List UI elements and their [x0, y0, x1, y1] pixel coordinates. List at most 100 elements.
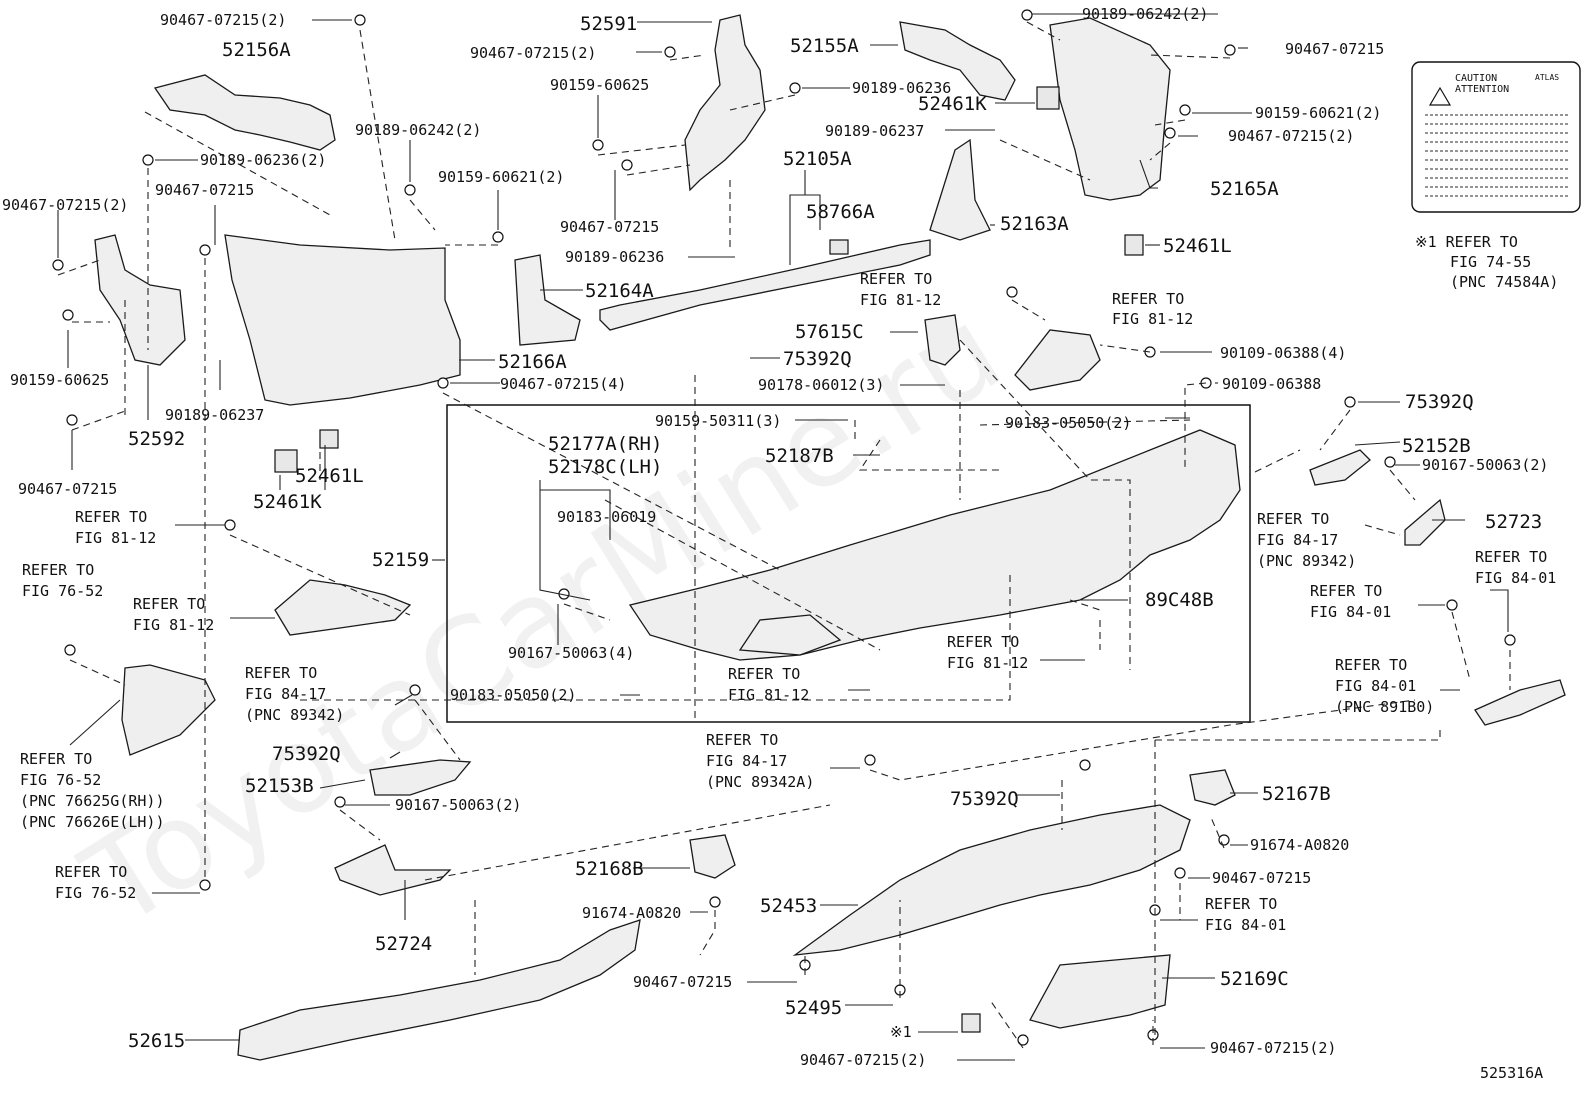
part-52168B-bracket: [689, 834, 736, 879]
label-refer-81-12-c2: FIG 81-12: [75, 529, 156, 547]
label-90189-06237-a: 90189-06237: [825, 122, 924, 140]
label-52178C: 52178C(LH): [548, 456, 662, 478]
part-52155A-bracket: [899, 21, 1016, 101]
part-52592-bracket: [94, 234, 186, 366]
label-90467-07215-d: 90467-07215: [18, 480, 117, 498]
label-52168B: 52168B: [575, 858, 644, 880]
part-lamp-left: [274, 579, 412, 636]
label-52166A: 52166A: [498, 351, 567, 373]
label-90189-06242-2-a: 90189-06242(2): [1082, 5, 1208, 23]
label-90189-06236-2: 90189-06236(2): [200, 151, 326, 169]
label-refer-84-01-d1: REFER TO: [1205, 895, 1277, 913]
label-refer-84-17-b1: REFER TO: [245, 664, 317, 682]
caution-label-line1: CAUTION: [1455, 73, 1497, 84]
label-refer-76-52-c2: FIG 76-52: [55, 884, 136, 902]
label-52159: 52159: [372, 549, 429, 571]
label-refer-81-12-b1: REFER TO: [1112, 290, 1184, 308]
footer-code: 525316A: [1480, 1064, 1543, 1082]
labels: 90467-07215(2) 52156A 52591 90467-07215(…: [2, 5, 1558, 1069]
label-52461K-a: 52461K: [918, 93, 987, 115]
label-refer-84-01-b2: FIG 84-01: [1310, 603, 1391, 621]
label-89C48B: 89C48B: [1145, 589, 1214, 611]
label-91674-A0820-b: 91674-A0820: [582, 904, 681, 922]
label-refer-84-01-c1: REFER TO: [1335, 656, 1407, 674]
label-refer-84-01-a2: FIG 84-01: [1475, 569, 1556, 587]
label-refer-84-17-b3: (PNC 89342): [245, 706, 344, 724]
pad-markers: [274, 86, 1144, 1033]
label-90467-07215-f: 90467-07215: [633, 973, 732, 991]
label-75392Q-c: 75392Q: [272, 743, 341, 765]
label-refer-81-12-d1: REFER TO: [133, 595, 205, 613]
part-bracket-84-01: [1474, 679, 1566, 726]
label-52164A: 52164A: [585, 280, 654, 302]
label-75392Q-a: 75392Q: [783, 348, 852, 370]
part-52165A-bracket: [1049, 17, 1171, 201]
warning-triangle-icon: [1428, 86, 1452, 106]
label-52177A: 52177A(RH): [548, 433, 662, 455]
part-52615-retainer: [237, 919, 641, 1061]
label-52163A: 52163A: [1000, 213, 1069, 235]
label-52453: 52453: [760, 895, 817, 917]
label-90467-07215-2-f: 90467-07215(2): [1210, 1039, 1336, 1057]
label-90183-05050-2-b: 90183-05050(2): [450, 686, 576, 704]
part-52167B-bracket: [1189, 769, 1236, 806]
label-refer-84-01-c3: (PNC 891B0): [1335, 698, 1434, 716]
caution-label-line2: ATTENTION: [1455, 84, 1509, 95]
label-90159-60621-2-a: 90159-60621(2): [1255, 104, 1381, 122]
label-52461L-b: 52461L: [295, 465, 364, 487]
label-refer-84-17-c2: FIG 84-17: [706, 752, 787, 770]
part-52105A-garnish: [599, 239, 931, 331]
fastener-markers: [52, 9, 1516, 1046]
label-90467-07215-2-b: 90467-07215(2): [470, 44, 596, 62]
label-refer-81-12-e1: REFER TO: [947, 633, 1019, 651]
label-note1: ※1: [890, 1023, 912, 1041]
label-52461K-b: 52461K: [253, 491, 322, 513]
label-52592: 52592: [128, 428, 185, 450]
label-52495: 52495: [785, 997, 842, 1019]
label-refer-84-01-a1: REFER TO: [1475, 548, 1547, 566]
label-52153B: 52153B: [245, 775, 314, 797]
label-90167-50063-2-a: 90167-50063(2): [1422, 456, 1548, 474]
part-52153B-reflector: [369, 759, 472, 796]
part-52164A-cover: [514, 254, 581, 346]
label-52167B: 52167B: [1262, 783, 1331, 805]
caution-label-text-lines: [1425, 114, 1568, 197]
label-90159-60621-2-b: 90159-60621(2): [438, 168, 564, 186]
label-refer-81-12-e2: FIG 81-12: [947, 654, 1028, 672]
part-57615C-bracket: [924, 314, 961, 366]
label-90159-50311-3: 90159-50311(3): [655, 412, 781, 430]
dashed-guides: [57, 21, 1511, 1049]
label-90167-50063-4: 90167-50063(4): [508, 644, 634, 662]
label-90467-07215-a: 90467-07215: [1285, 40, 1384, 58]
part-lamp-right: [1014, 329, 1101, 391]
label-90467-07215-e: 90467-07215: [1212, 869, 1311, 887]
part-52453-absorber: [792, 804, 1191, 956]
label-refer-84-01-d2: FIG 84-01: [1205, 916, 1286, 934]
caution-label: [1411, 61, 1581, 213]
label-52724: 52724: [375, 933, 432, 955]
leader-lines: [57, 13, 1509, 1061]
label-refer-84-01-b1: REFER TO: [1310, 582, 1382, 600]
label-90189-06236-b: 90189-06236: [565, 248, 664, 266]
part-52166A-side-cover: [224, 234, 461, 406]
label-90167-50063-2-b: 90167-50063(2): [395, 796, 521, 814]
label-90189-06242-2-b: 90189-06242(2): [355, 121, 481, 139]
label-refer-81-12-f2: FIG 81-12: [728, 686, 809, 704]
label-refer-74-55-2: FIG 74-55: [1450, 253, 1531, 271]
label-90467-07215-2-c: 90467-07215(2): [1228, 127, 1354, 145]
label-75392Q-b: 75392Q: [1405, 391, 1474, 413]
label-57615C: 57615C: [795, 321, 864, 343]
label-75392Q-d: 75392Q: [950, 788, 1019, 810]
label-58766A: 58766A: [806, 201, 875, 223]
label-52723: 52723: [1485, 511, 1542, 533]
label-refer-81-12-f1: REFER TO: [728, 665, 800, 683]
label-90467-07215-b: 90467-07215: [155, 181, 254, 199]
label-refer-81-12-a2: FIG 81-12: [860, 291, 941, 309]
label-90467-07215-2-a: 90467-07215(2): [160, 11, 286, 29]
label-91674-A0820-a: 91674-A0820: [1250, 836, 1349, 854]
label-refer-84-01-c2: FIG 84-01: [1335, 677, 1416, 695]
label-52156A: 52156A: [222, 39, 291, 61]
label-90183-06019: 90183-06019: [557, 508, 656, 526]
label-refer-84-17-c1: REFER TO: [706, 731, 778, 749]
